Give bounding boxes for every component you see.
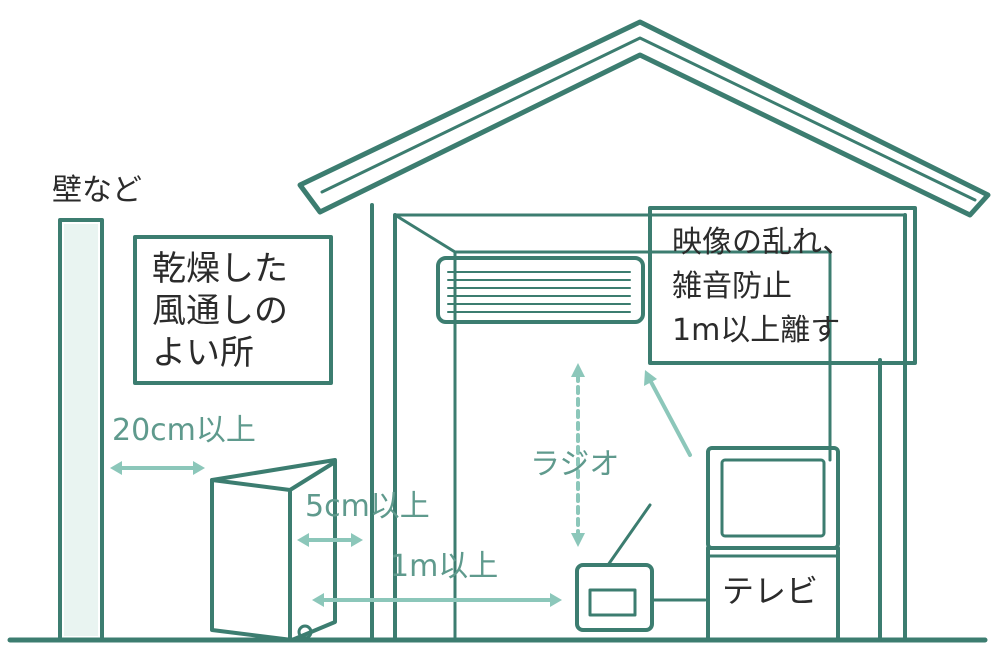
gap-ac-tv-arrow: [644, 370, 692, 457]
gap-wall-arrow: [110, 461, 205, 475]
interference-box: [648, 206, 917, 365]
gap-unit-label: 5cm以上: [305, 489, 430, 524]
gap-unit-arrow: [297, 533, 363, 547]
wall-post: [58, 218, 104, 642]
house-roof: [297, 19, 991, 218]
radio-label: ラジオ: [530, 447, 619, 482]
dry-place-box: [133, 235, 333, 385]
interference-line-3: 1m以上離す: [672, 313, 840, 348]
dry-place-line-1: 乾燥した: [152, 249, 288, 289]
gap-radio-label: 1m以上: [390, 549, 498, 584]
tv-label: テレビ: [722, 572, 818, 610]
television: [706, 446, 840, 642]
gap-radio-arrow: [312, 593, 562, 607]
indoor-unit: [436, 256, 645, 324]
dry-place-line-3: よい所: [152, 333, 254, 373]
gap-ac-radio-arrow: [571, 363, 585, 547]
radio-device: [575, 503, 707, 632]
dry-place-text: 乾燥した 風通しの よい所: [152, 249, 288, 373]
gap-wall-label: 20cm以上: [112, 413, 256, 448]
house-body: [370, 203, 907, 642]
interference-line-2: 雑音防止: [672, 269, 792, 304]
interference-line-1: 映像の乱れ、: [672, 225, 852, 260]
outdoor-unit: [210, 458, 337, 642]
dry-place-line-2: 風通しの: [152, 291, 288, 331]
interference-text: 映像の乱れ、 雑音防止 1m以上離す: [672, 225, 852, 348]
wall-label: 壁など: [52, 173, 142, 208]
